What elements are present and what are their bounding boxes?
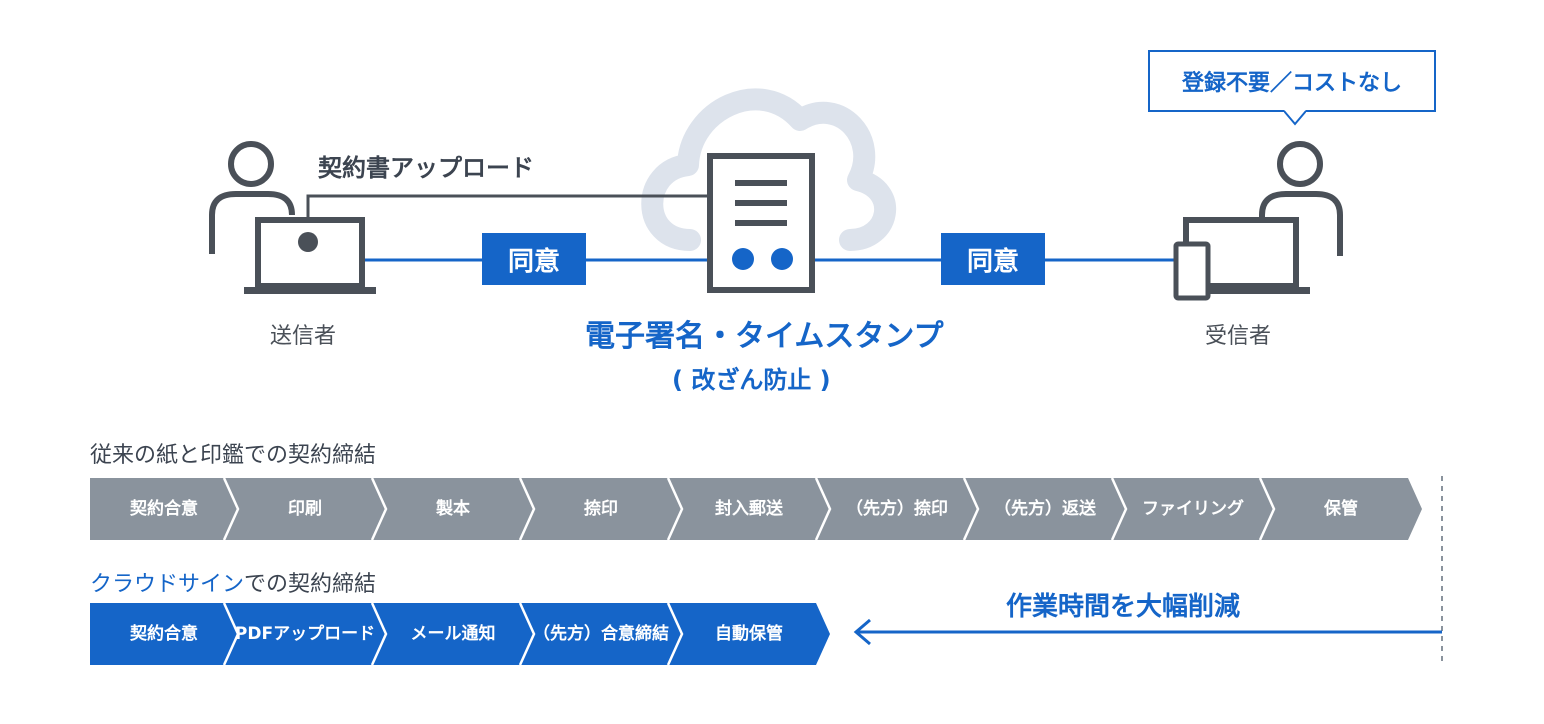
- agree-badge-left: 同意: [482, 233, 586, 285]
- process-step: 封入郵送: [668, 478, 830, 540]
- step-label: 製本: [436, 498, 470, 519]
- chevron-separator: [222, 478, 240, 540]
- step-label-line1: （先方）: [533, 623, 601, 644]
- step-label: 捺印: [584, 498, 618, 519]
- callout-text: 登録不要／コストなし: [1181, 71, 1402, 96]
- step-label-line1: 自動保管: [715, 623, 783, 644]
- chevron-separator: [1110, 478, 1128, 540]
- signature-dot-icon: [732, 248, 754, 270]
- step-label-line1: 契約合意: [130, 623, 198, 644]
- step-label: （先方）捺印: [846, 498, 948, 519]
- process-step: メール通知: [372, 603, 534, 665]
- receiver-person-icon: [1259, 141, 1343, 256]
- cloudsign-brand: クラウドサイン: [90, 572, 245, 597]
- chevron-separator: [666, 478, 684, 540]
- step-label: （先方）返送: [994, 498, 1096, 519]
- cloudsign-process-title: クラウドサインでの契約締結: [90, 566, 376, 598]
- process-step: （先方）捺印: [816, 478, 978, 540]
- step-label: 契約合意: [130, 498, 198, 519]
- time-reduction-label: 作業時間を大幅削減: [1006, 592, 1241, 622]
- step-label-line2: アップロード: [273, 623, 376, 644]
- esignature-label: 電子署名・タイムスタンプ: [585, 319, 944, 354]
- chevron-separator: [518, 603, 536, 665]
- process-step: 保管: [1260, 478, 1422, 540]
- contract-document-icon: [707, 153, 815, 293]
- smartphone-icon: [1173, 241, 1211, 301]
- chevron-separator: [370, 603, 388, 665]
- chevron-separator: [222, 603, 240, 665]
- step-label-line1: PDF: [234, 623, 274, 644]
- reduction-arrow-head-icon: [853, 618, 871, 646]
- contract-flow-diagram: [209, 88, 1343, 301]
- chevron-separator: [666, 603, 684, 665]
- cloudsign-title-rest: での契約締結: [244, 572, 377, 597]
- step-label-line1: メール通知: [410, 623, 496, 644]
- step-label: ファイリング: [1142, 498, 1244, 519]
- chevron-separator: [518, 478, 536, 540]
- chevron-separator: [370, 478, 388, 540]
- process-step: 自動保管: [668, 603, 830, 665]
- laptop-icon: [244, 217, 376, 294]
- process-step: 印刷: [224, 478, 386, 540]
- receiver-label: 受信者: [1205, 324, 1272, 349]
- process-step: 捺印: [520, 478, 682, 540]
- process-step: （先方）合意締結: [520, 603, 682, 665]
- process-step: （先方）返送: [964, 478, 1126, 540]
- process-step: ファイリング: [1112, 478, 1274, 540]
- cloud-icon: [641, 88, 897, 251]
- tamper-proof-label: ( 改ざん防止 ): [672, 366, 831, 394]
- sender-person-icon: [209, 141, 295, 254]
- signature-dot-icon: [771, 248, 793, 270]
- step-label: 印刷: [288, 498, 322, 519]
- callout-tail: [1284, 110, 1306, 126]
- chevron-separator: [962, 478, 980, 540]
- process-step: 製本: [372, 478, 534, 540]
- agree-badge-right: 同意: [941, 233, 1045, 285]
- chevron-separator: [814, 478, 832, 540]
- step-label-line2: 合意締結: [601, 623, 669, 644]
- process-step: 契約合意: [90, 603, 238, 665]
- traditional-process-row: 契約合意 印刷 製本 捺印 封入郵送 （先方）捺印 （先方）返送 ファイリング 保管: [90, 478, 1446, 540]
- upload-label: 契約書アップロード: [318, 154, 534, 182]
- no-registration-callout: 登録不要／コストなし: [1148, 50, 1436, 112]
- chevron-separator: [1258, 478, 1276, 540]
- sender-label: 送信者: [270, 324, 337, 349]
- traditional-process-title: 従来の紙と印鑑での契約締結: [90, 443, 377, 468]
- step-label: 保管: [1324, 498, 1358, 519]
- process-step: 契約合意: [90, 478, 238, 540]
- step-label: 封入郵送: [715, 498, 783, 519]
